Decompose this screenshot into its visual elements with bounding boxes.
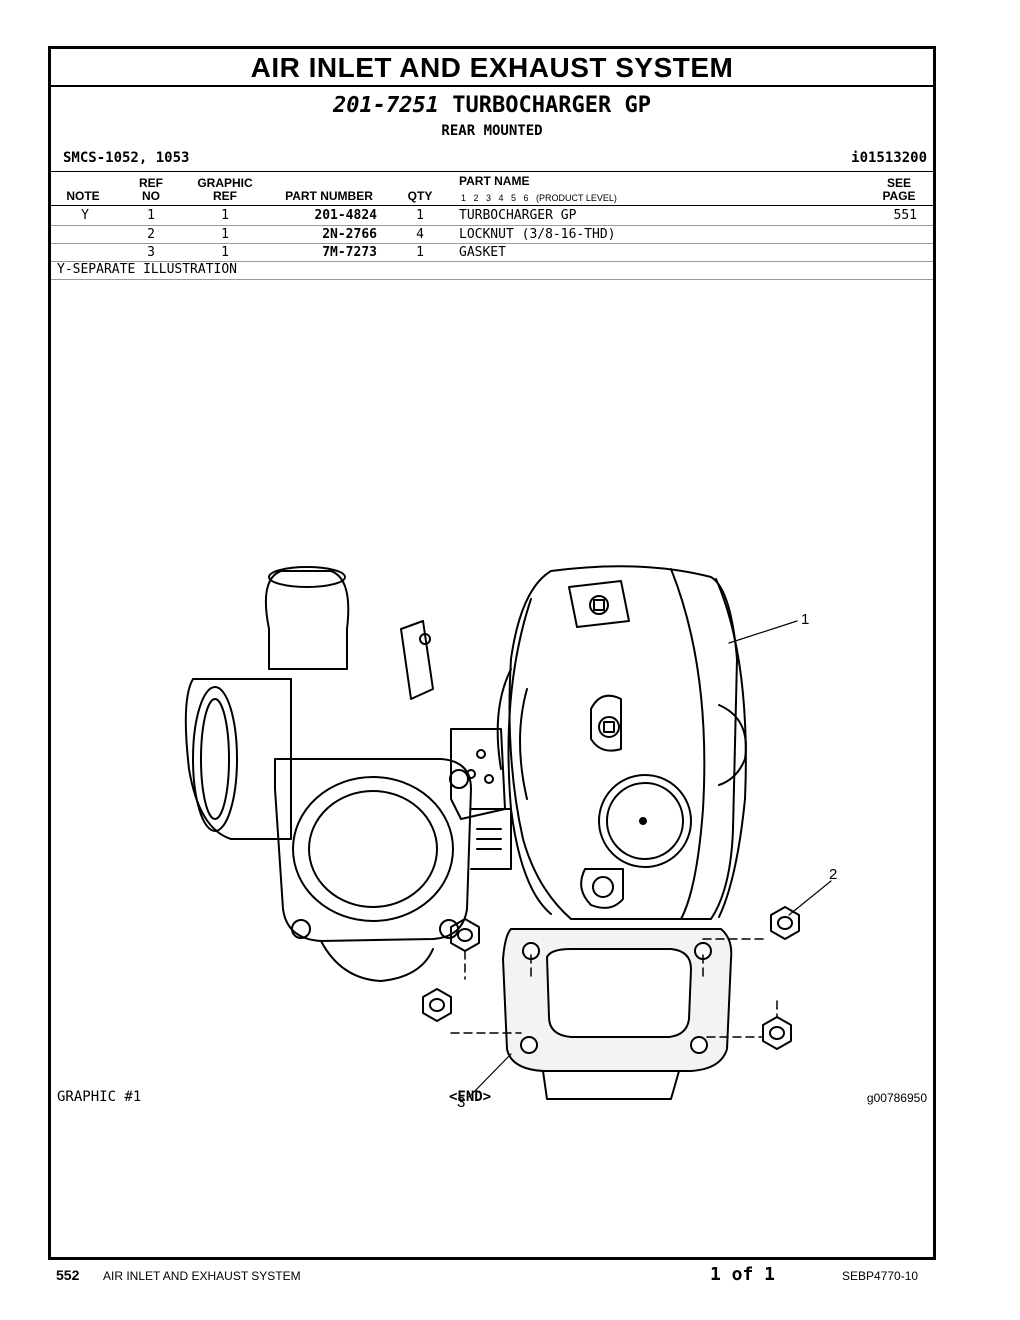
graphic-id: g00786950: [866, 1091, 927, 1105]
footer-document-id: SEBP4770-10: [842, 1269, 919, 1283]
table-row[interactable]: 2 1 2N-2766 4 LOCKNUT (3/8-16-THD): [51, 226, 933, 244]
callout-leaders: [468, 620, 832, 1098]
system-title-bar: AIR INLET AND EXHAUST SYSTEM: [51, 49, 933, 87]
col-ref-no-top: REF: [139, 176, 163, 190]
footer-page-number: 552: [56, 1267, 80, 1283]
col-product-levels: 1 2 3 4 5 6 (PRODUCT LEVEL): [461, 193, 617, 203]
locknut-lower-right: [762, 1016, 792, 1050]
row-rule: [51, 261, 933, 262]
footer-system: AIR INLET AND EXHAUST SYSTEM: [103, 1269, 301, 1283]
col-see-page-top: SEE: [886, 176, 911, 190]
table-top-rule: [51, 171, 933, 172]
smcs-codes: SMCS-1052, 1053: [63, 150, 190, 166]
callout-1: 1: [801, 611, 809, 628]
group-part-number: 201-7251: [333, 93, 440, 118]
row-graphic-ref: 1: [221, 227, 229, 242]
graphic-label: GRAPHIC #1: [57, 1089, 142, 1105]
turbocharger-illustration: 1 2 3: [184, 565, 837, 1109]
row-qty: 1: [416, 245, 424, 260]
footer-page-count: 1 of 1: [710, 1264, 776, 1285]
row-qty: 1: [416, 208, 424, 223]
locknut-mid-left: [450, 918, 480, 952]
col-qty: QTY: [407, 189, 433, 203]
locknut-lower-left: [422, 988, 452, 1022]
row-rule: [51, 225, 933, 226]
page-frame: AIR INLET AND EXHAUST SYSTEM 201-7251 TU…: [48, 46, 936, 1260]
end-marker: <END>: [449, 1089, 492, 1105]
row-part-name: TURBOCHARGER GP: [459, 208, 577, 223]
row-part-name: GASKET: [459, 245, 506, 260]
row-qty: 4: [416, 227, 424, 242]
col-part-number: PART NUMBER: [285, 189, 373, 203]
turbine-outlet-flange: [502, 928, 733, 1100]
callout-3: 3: [457, 1094, 465, 1109]
row-part-number: 7M-7273: [322, 245, 377, 260]
compressor-inlet-elbow: [184, 566, 472, 982]
col-graphic-ref-top: GRAPHIC: [197, 176, 253, 190]
row-part-number: 201-4824: [314, 208, 377, 223]
row-ref-no: 3: [147, 245, 155, 260]
row-graphic-ref: 1: [221, 208, 229, 223]
row-ref-no: 1: [147, 208, 155, 223]
turbine-housing: [496, 565, 747, 920]
col-note: NOTE: [66, 189, 100, 203]
callout-2: 2: [829, 866, 837, 883]
footnote: Y-SEPARATE ILLUSTRATION: [57, 262, 238, 277]
row-part-name: LOCKNUT (3/8-16-THD): [459, 227, 616, 242]
system-title: AIR INLET AND EXHAUST SYSTEM: [250, 52, 734, 83]
col-ref-no-bottom: NO: [142, 189, 160, 203]
clamp-bracket: [400, 620, 512, 870]
table-row[interactable]: 3 1 7M-7273 1 GASKET: [51, 244, 933, 262]
table-row[interactable]: Y 1 1 201-4824 1 TURBOCHARGER GP 551: [51, 207, 933, 225]
row-ref-no: 2: [147, 227, 155, 242]
group-subtitle: REAR MOUNTED: [441, 123, 543, 139]
col-graphic-ref-bottom: REF: [213, 189, 237, 203]
page-footer: 552 AIR INLET AND EXHAUST SYSTEM 1 of 1 …: [0, 1262, 1020, 1292]
col-part-name: PART NAME: [459, 174, 530, 188]
footnote-rule: [51, 279, 933, 280]
table-header-rule: [51, 205, 933, 206]
row-rule: [51, 243, 933, 244]
row-part-number: 2N-2766: [322, 227, 377, 242]
row-graphic-ref: 1: [221, 245, 229, 260]
row-note: Y: [81, 208, 89, 223]
locknut-top-right: [770, 906, 800, 940]
group-name: TURBOCHARGER GP: [452, 93, 651, 118]
group-title: 201-7251 TURBOCHARGER GP: [51, 93, 933, 118]
col-see-page-bottom: PAGE: [882, 189, 916, 203]
row-see-page[interactable]: 551: [893, 208, 917, 223]
illustration-id: i01513200: [851, 150, 927, 166]
